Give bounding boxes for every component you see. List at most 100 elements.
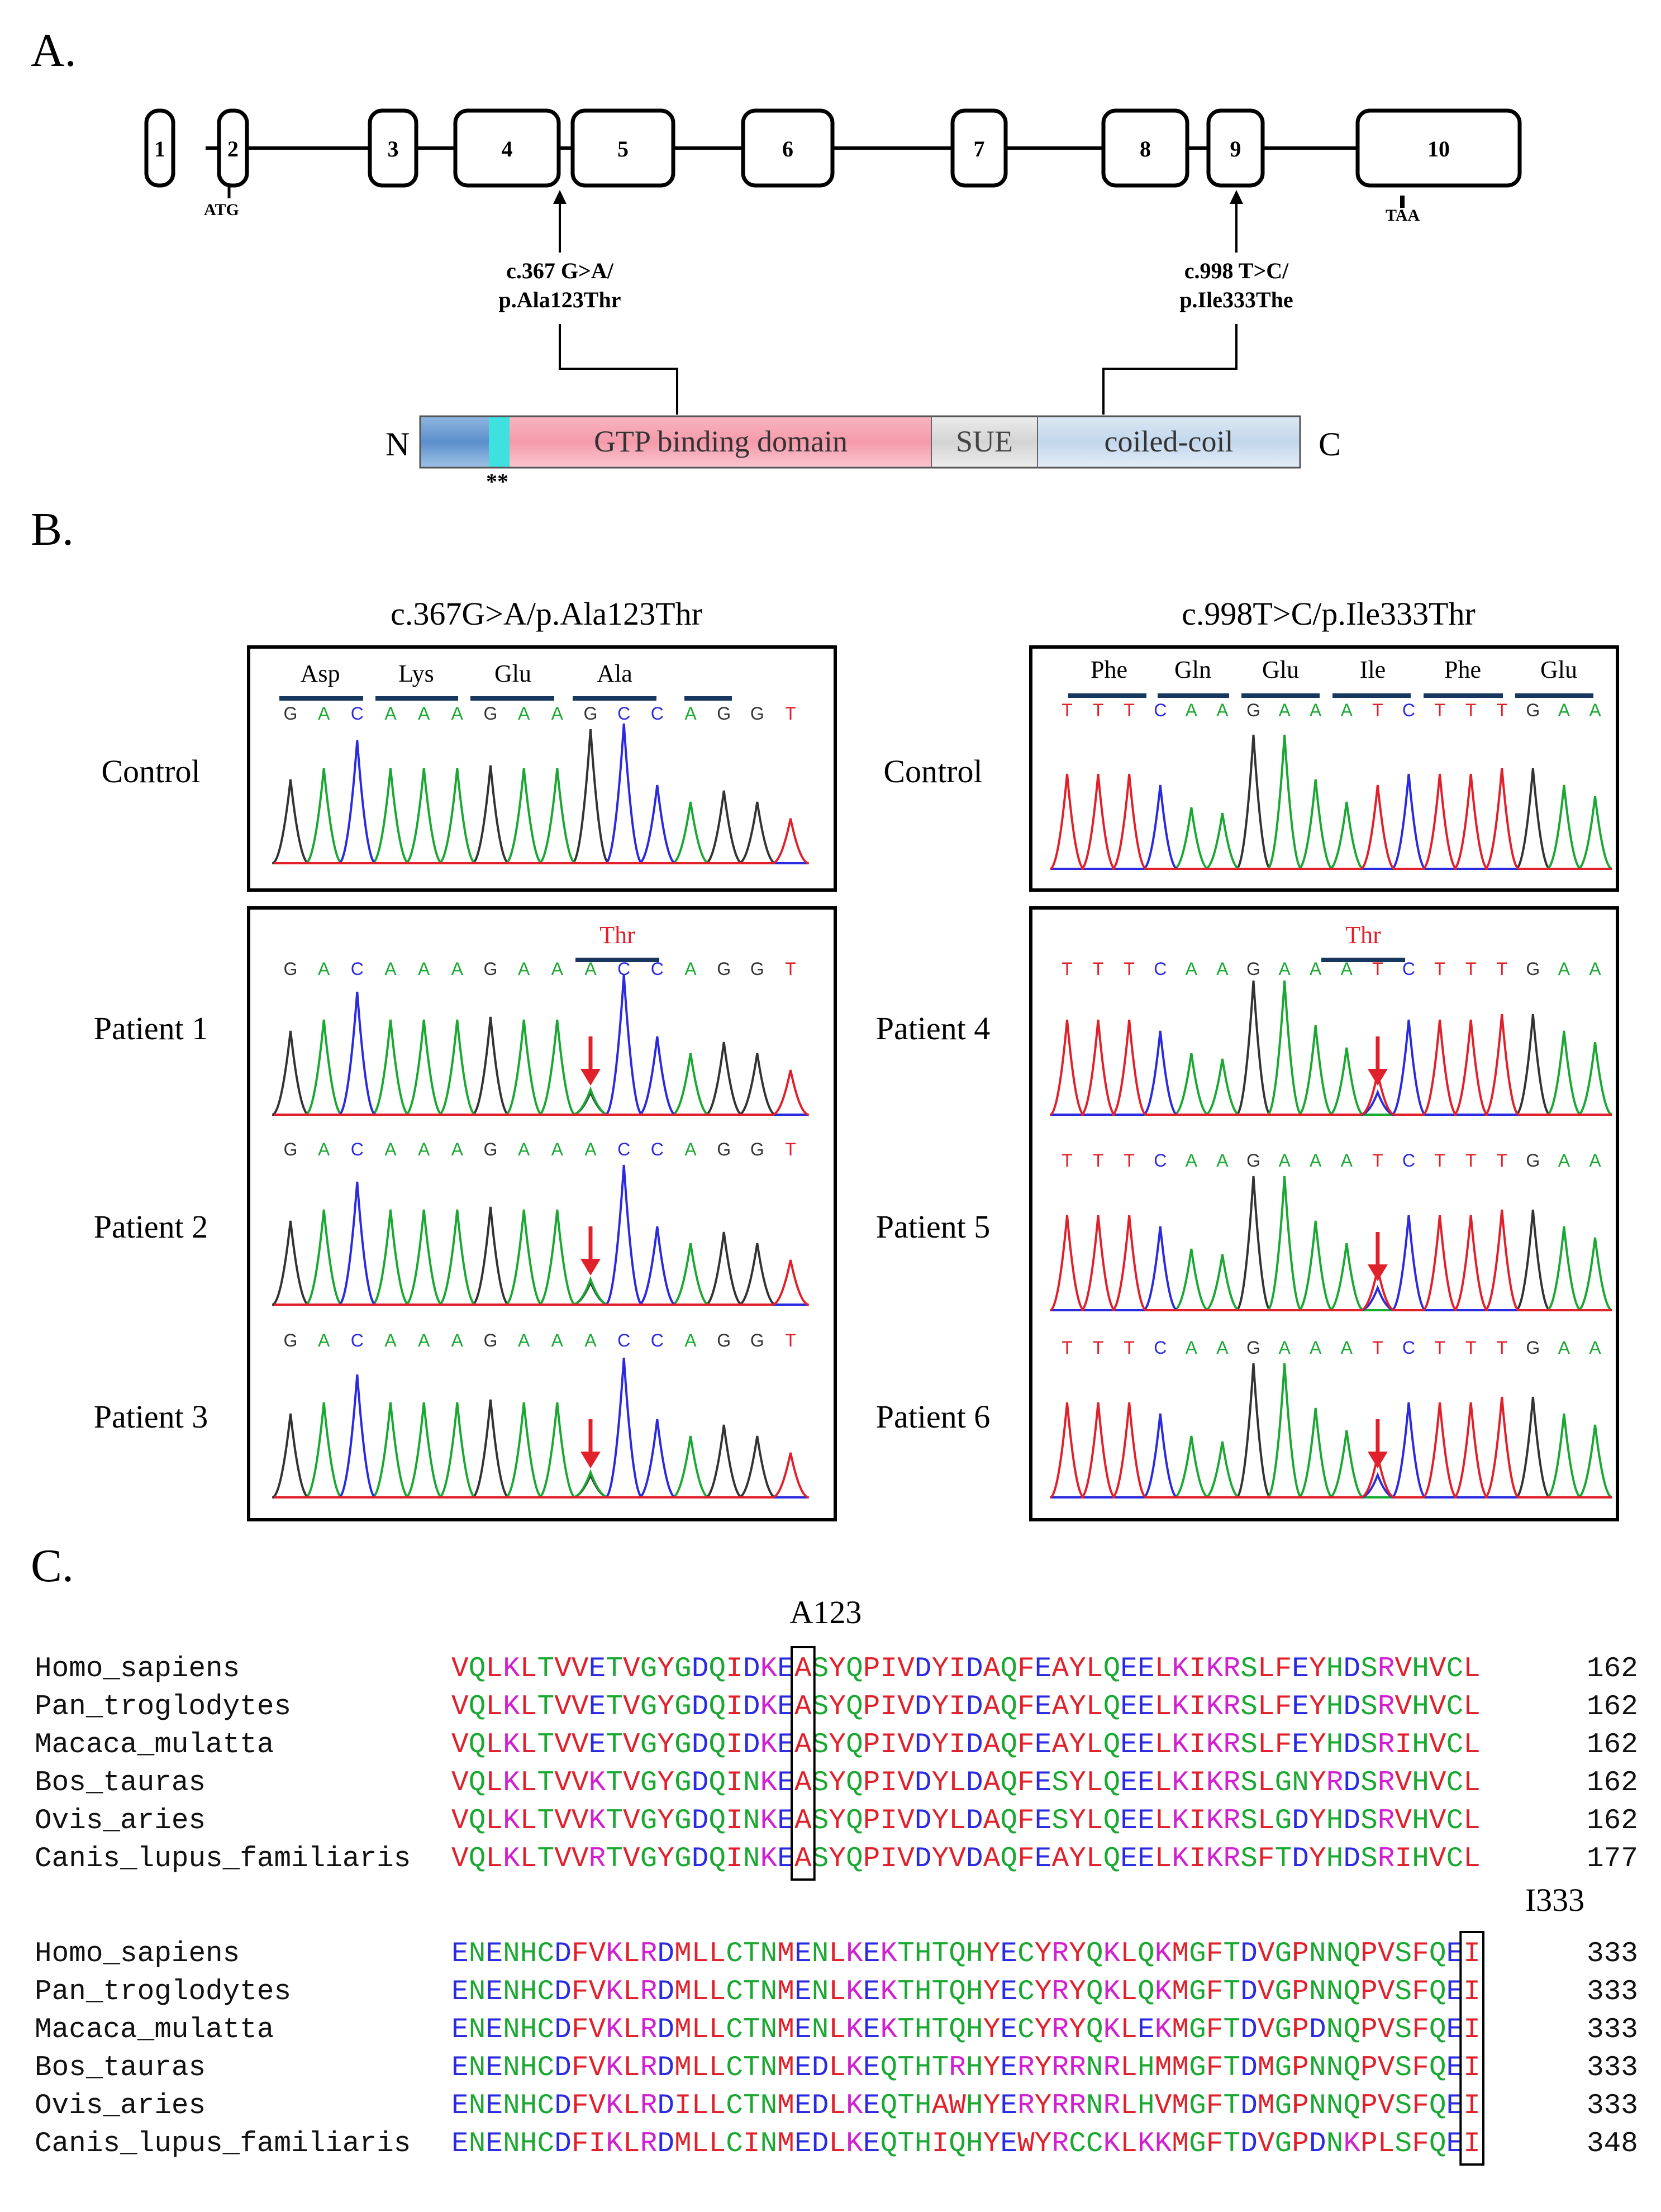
base-call: G (717, 1139, 731, 1159)
base-call: G (484, 959, 498, 979)
base-call: A (1186, 700, 1198, 720)
trace-A (274, 1402, 807, 1499)
base-call: G (484, 1139, 498, 1159)
base-call: A (584, 1330, 597, 1350)
base-call: A (518, 1330, 530, 1350)
trace-T (1049, 768, 1612, 870)
base-call: T (785, 1139, 796, 1159)
exon-label-8: 8 (1140, 136, 1151, 161)
codon-phe-1: Phe (1091, 656, 1127, 683)
base-call: G (284, 959, 298, 979)
base-call: A (1186, 1150, 1198, 1171)
block1-highlight-box (791, 1646, 816, 1881)
row-label-patient6: Patient 6 (876, 1398, 991, 1435)
base-call: C (1154, 700, 1167, 720)
row-label-control-left: Control (101, 753, 200, 789)
trace-T (274, 1069, 810, 1116)
base-call: A (1589, 1150, 1601, 1171)
trace-G (1050, 1363, 1612, 1499)
base-call: G (1246, 700, 1260, 720)
exon-label-7: 7 (974, 136, 985, 161)
exon-label-6: 6 (782, 136, 793, 161)
sue-domain-label: SUE (956, 425, 1013, 458)
base-call: A (1310, 959, 1322, 979)
base-call: G (1246, 1338, 1260, 1358)
right-patient-frame (1029, 906, 1619, 1521)
codon-ile: Ile (1360, 656, 1386, 683)
block2-sequence: ENENHCDFVKLRDMLLCTNMENLKEKTHTQHYECYRYQKL… (451, 2014, 1481, 2046)
trace-C (1050, 1019, 1612, 1116)
motif-stars: ** (486, 469, 508, 494)
trace-T (274, 1452, 810, 1499)
base-call: G (584, 703, 598, 724)
base-call: A (1589, 1338, 1601, 1358)
base-call: C (617, 1139, 630, 1159)
base-call: A (451, 1139, 464, 1159)
c-terminus-label: C (1319, 426, 1341, 463)
block2-position: 333 (1587, 2090, 1638, 2122)
base-call: A (418, 1330, 430, 1350)
left-patient-frame (247, 906, 837, 1521)
base-call: G (284, 1330, 298, 1350)
block1-species-label: Canis_lupus_familiaris (35, 1843, 411, 1875)
block1-position: 162 (1587, 1729, 1638, 1761)
exon-box-8 (1101, 108, 1189, 188)
base-call: A (1216, 959, 1229, 979)
base-call: T (1434, 1338, 1445, 1358)
base-call: A (1558, 1338, 1570, 1358)
base-call: T (1372, 1150, 1383, 1171)
base-call: A (1341, 959, 1353, 979)
base-call: A (1186, 1338, 1198, 1358)
mutation-arrowhead-icon (580, 1069, 601, 1086)
base-call: G (1246, 1150, 1260, 1171)
base-call: T (1434, 959, 1445, 979)
trace-C (274, 723, 807, 864)
block2-position: 333 (1587, 2014, 1638, 2046)
block2-highlight-box (1459, 1931, 1485, 2166)
stop-codon-label: TAA (1386, 206, 1420, 225)
trace-A (1050, 734, 1613, 870)
trace-G (272, 1399, 807, 1499)
block2-sequence: ENENHCDFIKLRDMLLCINMEDLKEQTHIQHYEWYRCCKL… (451, 2128, 1481, 2160)
row-label-patient4: Patient 4 (876, 1010, 991, 1046)
base-call: A (318, 1330, 330, 1350)
mutation-arrowhead-icon (1367, 1069, 1388, 1086)
base-call: T (1434, 700, 1445, 720)
base-call: A (1341, 1338, 1353, 1358)
mutation2-connector (1102, 324, 1238, 415)
block2-position: 333 (1587, 1976, 1638, 2008)
exon-box-4 (453, 108, 561, 188)
exon-box-6 (741, 108, 835, 188)
base-call: T (1496, 700, 1507, 720)
right-control-frame (1029, 645, 1619, 892)
base-call: A (551, 703, 564, 724)
n-terminal-region (420, 416, 489, 468)
base-call: A (1186, 959, 1198, 979)
base-call: A (318, 703, 330, 724)
panel-b-label: B. (31, 503, 74, 555)
block1-sequence: VQLKLTVVETVGYGDQIDKEASYQPIVDYIDAQFEAYLQE… (451, 1691, 1481, 1723)
base-call: T (1372, 1338, 1383, 1358)
base-call: G (1526, 1338, 1540, 1358)
exon-box-1 (144, 108, 175, 188)
block2-position: 333 (1587, 1938, 1638, 1970)
base-call: A (1558, 700, 1570, 720)
base-call: C (651, 703, 664, 724)
base-call: A (1310, 1338, 1322, 1358)
alignment-marker-a123: A123 (790, 1594, 862, 1630)
block1-sequence: VQLKLTVVKTVGYGDQINKEASYQPIVDYLDAQFESYLQE… (451, 1805, 1481, 1837)
panel-a-label: A. (31, 25, 77, 77)
base-call: T (1093, 1338, 1104, 1358)
codon-ala: Ala (597, 660, 632, 687)
mutation1-line1: c.367 G>A/ (506, 258, 614, 283)
cyan-motif (489, 416, 510, 468)
start-codon-label: ATG (204, 201, 239, 219)
base-call: A (684, 1330, 697, 1350)
base-call: C (617, 703, 630, 724)
base-call: A (1278, 700, 1291, 720)
codon-glu: Glu (494, 660, 531, 687)
trace-C (274, 974, 807, 1116)
base-call: A (584, 959, 597, 979)
base-call: A (1216, 1150, 1229, 1171)
base-call: T (1372, 959, 1383, 979)
